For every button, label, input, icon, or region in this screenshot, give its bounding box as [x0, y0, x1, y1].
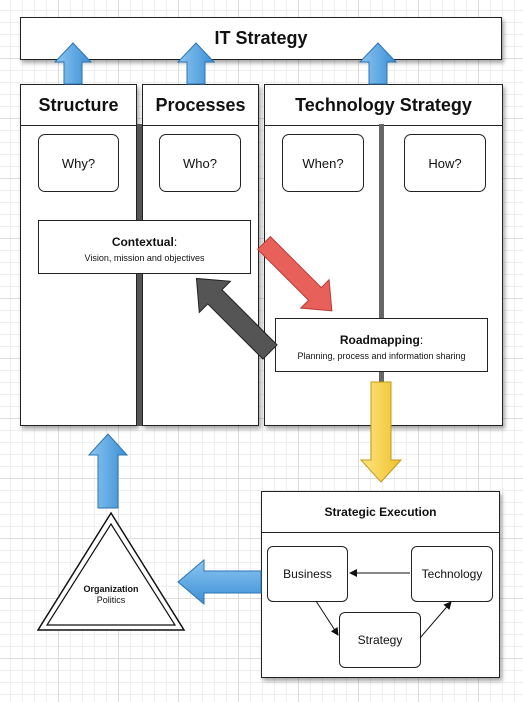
yellow-down-arrow — [359, 381, 403, 483]
contextual-title: Contextual — [111, 235, 174, 249]
strategy-node: Strategy — [339, 612, 421, 668]
blue-up-arrow-organization — [87, 433, 129, 509]
column-gap-shadow — [137, 124, 142, 426]
it-strategy-title: IT Strategy — [214, 28, 308, 48]
technology-column-divider — [379, 124, 384, 426]
organization-label: Organization Politics — [61, 584, 161, 605]
processes-heading: Processes — [143, 85, 258, 126]
roadmapping-title: Roadmapping — [339, 333, 420, 347]
organization-title: Organization — [83, 584, 139, 594]
blue-up-arrow-processes — [176, 42, 216, 85]
why-box: Why? — [38, 134, 119, 192]
organization-triangle — [36, 511, 186, 631]
strategy-to-technology-arrow — [419, 601, 452, 639]
blue-up-arrow-structure — [53, 42, 93, 85]
how-box: How? — [404, 134, 486, 192]
roadmapping-colon: : — [419, 333, 424, 347]
organization-subtitle: Politics — [96, 595, 126, 605]
business-node: Business — [267, 546, 348, 602]
roadmapping-subtitle: Planning, process and information sharin… — [297, 351, 466, 361]
roadmapping-box: Roadmapping: Planning, process and infor… — [275, 318, 488, 372]
contextual-box: Contextual: Vision, mission and objectiv… — [38, 220, 251, 274]
red-diagonal-arrow — [256, 235, 333, 312]
blue-up-arrow-technology — [358, 42, 398, 85]
strategic-execution-header: Strategic Execution — [262, 492, 499, 533]
blue-left-arrow — [177, 558, 262, 606]
contextual-subtitle: Vision, mission and objectives — [84, 253, 205, 263]
strategic-execution-title: Strategic Execution — [324, 505, 437, 519]
who-box: Who? — [159, 134, 241, 192]
it-strategy-bar: IT Strategy — [20, 17, 502, 60]
business-to-strategy-arrow — [315, 600, 339, 636]
structure-heading: Structure — [21, 85, 136, 126]
when-box: When? — [282, 134, 364, 192]
gray-diagonal-arrow — [195, 277, 278, 360]
contextual-colon: : — [173, 235, 178, 249]
technology-node: Technology — [411, 546, 493, 602]
